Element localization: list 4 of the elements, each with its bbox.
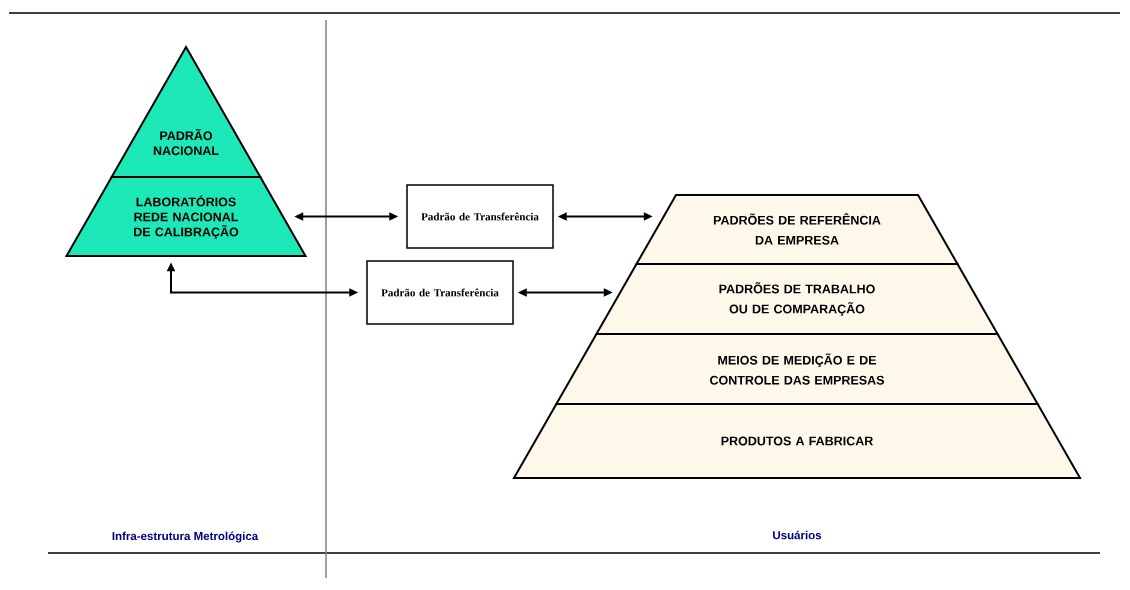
text-box: Padrão de Transferência xyxy=(366,260,514,325)
section-label: Infra-estrutura Metrológica xyxy=(112,531,259,543)
section-label: Usuários xyxy=(773,530,822,540)
text-box: Padrão de Transferência xyxy=(406,184,554,249)
